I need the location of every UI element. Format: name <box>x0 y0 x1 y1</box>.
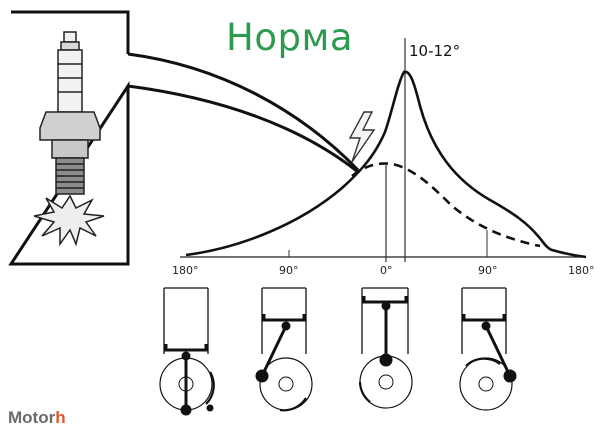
piston-diagram-90-left <box>255 287 313 412</box>
diagram-title: Норма <box>226 16 354 59</box>
callout-line-top <box>127 52 360 172</box>
pressure-curve <box>185 70 587 259</box>
piston-diagram-0 <box>358 287 413 409</box>
tick-label-180-right: 180° <box>568 264 595 277</box>
callout-line-bottom <box>127 84 359 174</box>
lightning-icon <box>348 111 376 163</box>
piston-diagram-180-left <box>159 287 215 416</box>
spark-plug-icon <box>39 31 101 195</box>
brand-main: Motor <box>8 408 56 427</box>
advance-angle-label: 10-12° <box>409 42 461 60</box>
spark-plug-inset <box>8 10 360 266</box>
tick-label-0: 0° <box>380 264 393 277</box>
brand-accent: h <box>55 408 66 427</box>
tick-label-180-left: 180° <box>172 264 199 277</box>
tick-label-90-right: 90° <box>478 264 498 277</box>
tick-label-90-left: 90° <box>279 264 299 277</box>
watermark-logo: Motorh <box>8 408 66 428</box>
spark-burst-icon <box>33 194 105 247</box>
compression-curve <box>351 162 541 248</box>
piston-diagram-90-right <box>459 287 517 411</box>
